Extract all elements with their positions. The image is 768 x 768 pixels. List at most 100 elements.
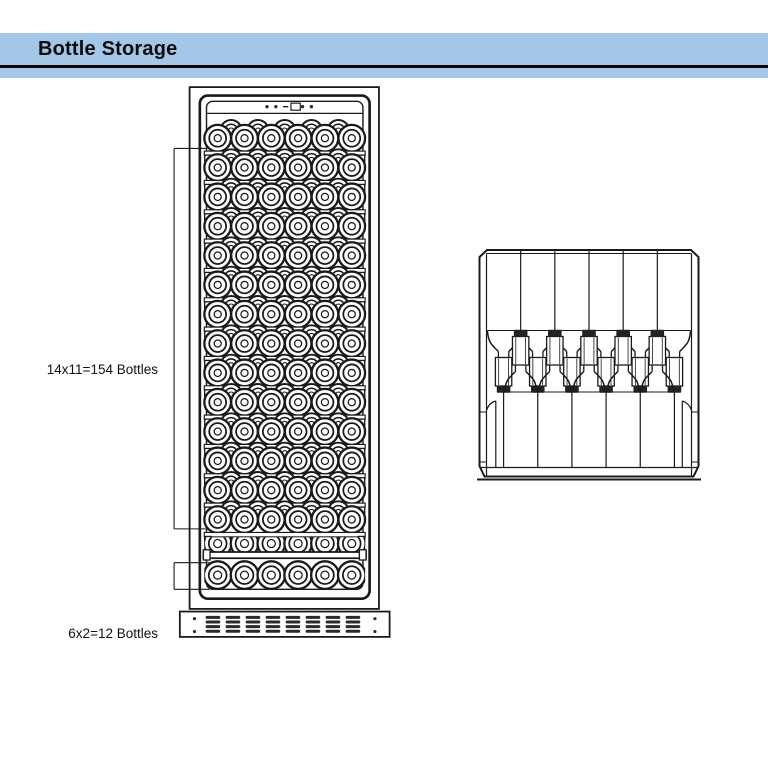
bottle-bottom [230,299,259,329]
base-plinth [178,610,391,638]
bottle-bottom [337,123,367,153]
bottle-bottom [283,182,313,212]
bottle-bottom [203,270,233,300]
edge-half-bottles [485,400,693,468]
bottle-bottom [230,387,259,417]
bottle-bottom [203,241,233,271]
bottle-bottom [337,299,367,329]
bottle-bottom [230,182,259,212]
bottle-bottom [230,446,259,476]
bottle-bottom [310,358,340,388]
bottle-bottom [337,270,367,300]
bottle-bottom [336,560,366,590]
bottle-bottom [310,123,340,153]
bottle-bottom [283,417,313,447]
bottle-bottom [310,505,340,535]
bottle-bottom [283,299,313,329]
panel-display-icon [290,102,301,111]
bottle-top-view-up [502,329,538,468]
bottle-bottom [283,329,313,359]
bottle-bottom [256,446,286,476]
control-panel [206,102,363,114]
bottle-bottom [337,358,367,388]
bottle-bottom [337,211,367,241]
bottle-bottom [310,211,340,241]
bottle-bottom [230,211,259,241]
bottle-bottom [337,387,367,417]
bottle-bottom [310,475,340,505]
bottle-bottom [337,241,367,271]
bottle-bottom [203,417,233,447]
shelf [203,531,366,538]
bottle-bottom [337,182,367,212]
shelf-row [203,412,367,458]
bottle-bottom [283,560,314,590]
shelf-row [203,500,367,546]
screw-icon [373,629,377,634]
shelf-row [203,177,367,223]
bottle-bottom [256,182,286,212]
bottle-bottom [230,505,259,535]
bottle-bottom [203,182,233,212]
bottle-bottom [256,475,286,505]
bottle-bottom [204,560,233,590]
panel-dot-icon [265,104,269,109]
main-capacity-label: 14x11=154 Bottles [46,362,158,377]
bottle-bottom [310,387,340,417]
wine-cooler-front-view [173,86,391,638]
bottle-bottom [203,299,233,329]
vent-grille [205,615,361,633]
bottle-bottom [256,211,286,241]
bottle-bottom [256,270,286,300]
bottle-bottom [256,358,286,388]
bottle-bottom [256,560,287,590]
bottle-bottom [283,153,313,183]
bottom-capacity-label: 6x2=12 Bottles [68,626,158,641]
header-banner: Bottle Storage [0,33,768,65]
bottle-bottom [337,329,367,359]
bottle-bottom [203,387,233,417]
bottle-lip [582,329,596,337]
panel-dot-icon [300,104,305,109]
bottle-bottom [203,153,233,183]
bottle-bottom [256,387,286,417]
bottle-lip [599,386,613,393]
bottle-bottom [310,417,340,447]
screw-icon [373,617,377,621]
bottle-bottom [283,211,313,241]
bottle-bottom [310,560,340,590]
bottle-bottom [256,123,286,153]
shelf-row [203,353,367,399]
bottle-bottom [310,270,340,300]
bottle-bottom [310,182,340,212]
bottle-top-view-up [537,329,572,468]
bottle-bottom [310,299,340,329]
bottle-lip [530,386,545,393]
bottle-bottom [203,446,233,476]
bottle-bottom [230,358,259,388]
bottle-bottom [283,387,313,417]
bottle-bottom [256,153,286,183]
bottle-top-view-up [605,329,641,468]
shelf-row [203,207,367,252]
bottle-bottom [203,505,233,535]
display-shelf [202,549,367,561]
bottle-bottom [283,446,313,476]
screw-icon [192,629,197,634]
bottle-bottom [337,446,367,476]
panel-dot-icon [309,104,314,109]
bottle-bottom [203,329,233,359]
bottle-bottom [203,358,233,388]
bottle-bottom [256,505,286,535]
bottle-lip [667,386,682,393]
bottle-bottom [310,153,340,183]
bottle-bottom [230,123,259,153]
bottle-bottom [203,123,233,153]
bottle-bottom [337,153,367,183]
bottle-bottom [230,153,259,183]
bottle-lip [548,329,562,337]
shelf-row [203,471,367,516]
bottle-lip [496,386,511,393]
shelf-row [203,148,367,194]
